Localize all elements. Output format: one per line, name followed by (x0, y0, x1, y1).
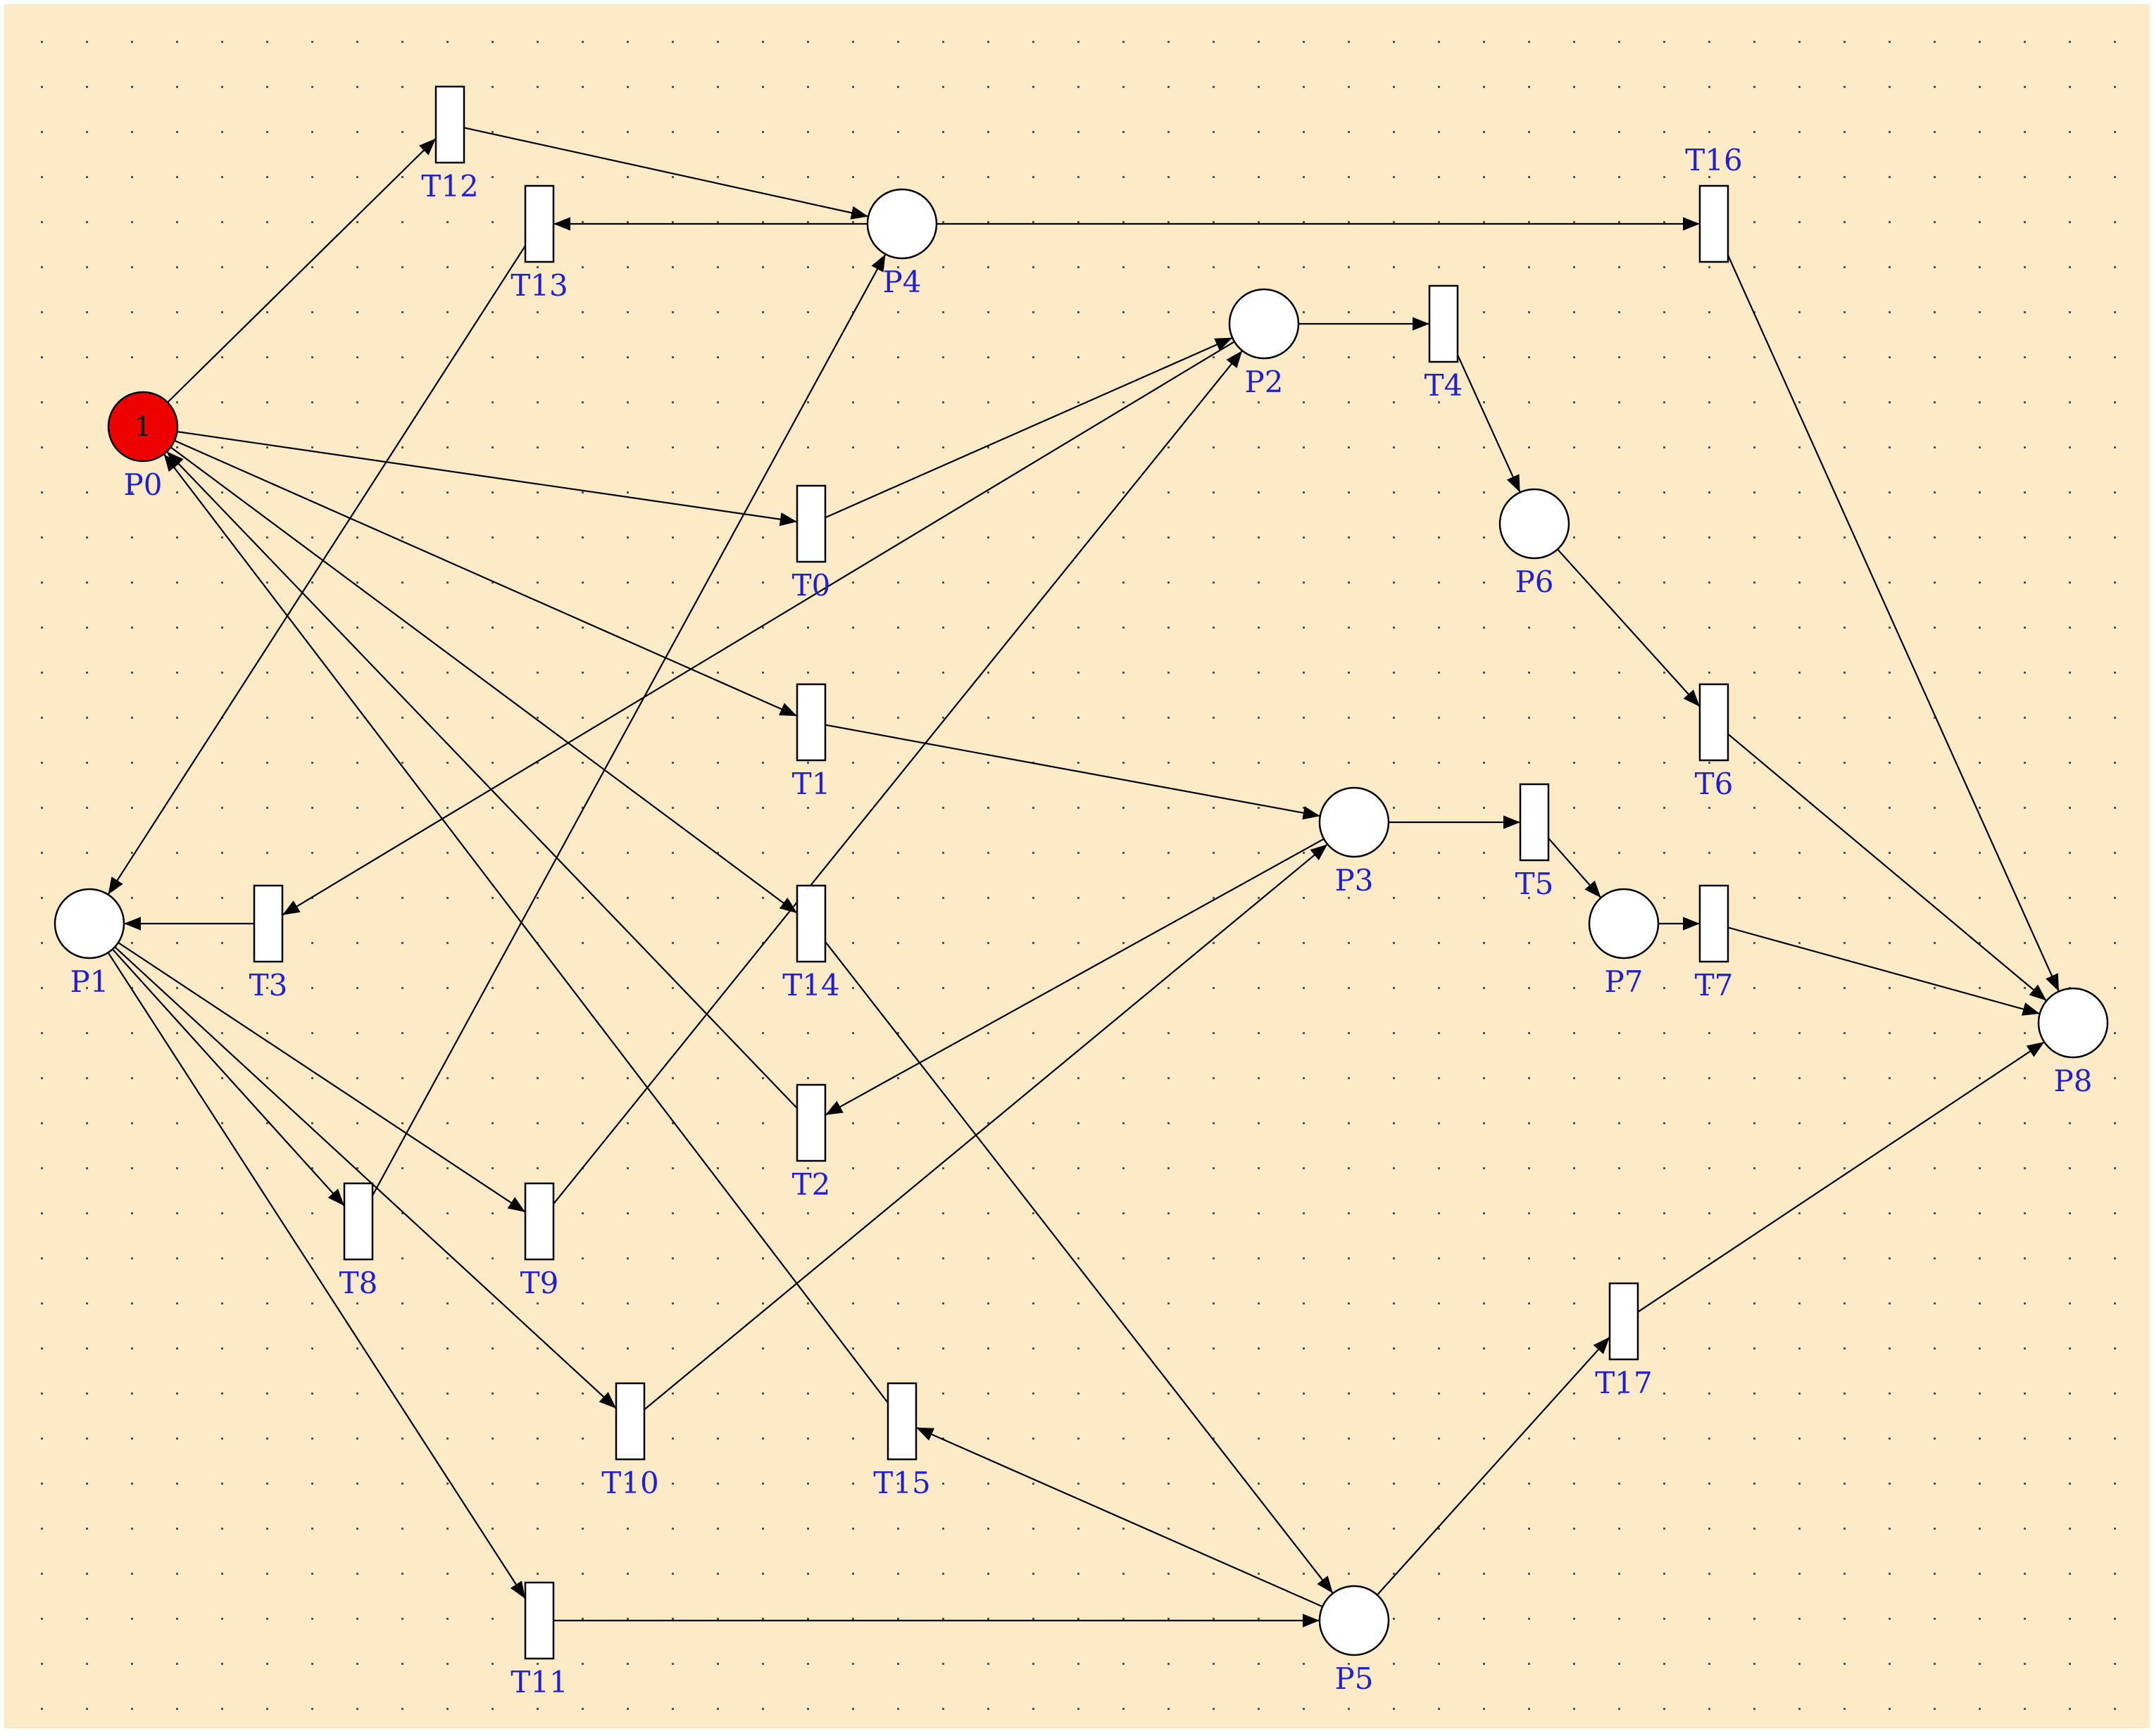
arc-p0-t1 (174, 439, 798, 717)
transition-t12[interactable] (434, 85, 465, 164)
place-p2[interactable] (1228, 288, 1300, 360)
place-p4-label: P4 (883, 265, 922, 299)
arc-t12-p4 (463, 127, 869, 220)
arc-t8-p4 (372, 253, 887, 1196)
transition-t6-label: T6 (1695, 767, 1734, 801)
transition-t3[interactable] (253, 884, 284, 963)
transition-t1-label: T1 (792, 767, 831, 801)
place-p8[interactable] (2037, 987, 2109, 1059)
arc-t2-p0 (166, 451, 798, 1109)
grid-dots (4, 4, 2150, 1728)
arcs-layer (107, 127, 2060, 1628)
transition-t7-label: T7 (1695, 968, 1734, 1002)
arc-t7-p8 (1727, 926, 2041, 1016)
transition-t10-label: T10 (601, 1466, 658, 1500)
arc-t4-p6 (1456, 354, 1521, 493)
arc-p1-t9 (118, 942, 526, 1213)
transition-t13[interactable] (524, 184, 555, 263)
arc-t0-p2 (825, 336, 1233, 519)
place-p6[interactable] (1498, 488, 1570, 560)
transition-t14[interactable] (796, 884, 827, 963)
transition-t16[interactable] (1698, 184, 1729, 263)
arc-t15-p0 (163, 453, 889, 1404)
place-p1-label: P1 (70, 964, 109, 999)
transition-t8-label: T8 (339, 1266, 378, 1300)
transition-t0[interactable] (796, 484, 827, 563)
transition-t14-label: T14 (782, 968, 839, 1002)
arc-p6-t6 (1557, 548, 1701, 707)
place-p3-label: P3 (1335, 863, 1374, 898)
place-p8-label: P8 (2054, 1064, 2093, 1098)
transition-t9[interactable] (524, 1182, 555, 1261)
arc-t16-p8 (1727, 255, 2060, 992)
arc-t6-p8 (1727, 733, 2048, 1002)
arc-p2-t3 (282, 341, 1235, 916)
arc-p0-t14 (170, 446, 798, 914)
transition-t11-label: T11 (511, 1665, 568, 1699)
place-p0-token-count: 1 (134, 411, 151, 442)
transition-t13-label: T13 (511, 268, 568, 303)
place-p4[interactable] (866, 188, 938, 260)
arc-p5-t17 (1376, 1336, 1610, 1596)
place-p7-label: P7 (1605, 964, 1643, 999)
transition-t17[interactable] (1608, 1282, 1639, 1361)
transition-t5[interactable] (1519, 783, 1550, 862)
transition-t4[interactable] (1428, 284, 1459, 363)
transition-t8[interactable] (343, 1182, 374, 1261)
arc-p1-t10 (114, 946, 617, 1409)
place-p5[interactable] (1318, 1585, 1390, 1656)
arc-t5-p7 (1548, 837, 1602, 899)
transition-t4-label: T4 (1424, 368, 1463, 403)
transition-t15[interactable] (887, 1382, 918, 1461)
transition-t5-label: T5 (1515, 867, 1554, 901)
arc-p5-t15 (915, 1426, 1323, 1608)
arc-t1-p3 (825, 724, 1320, 820)
nodes-layer: 1 (54, 85, 2109, 1660)
arc-p0-t0 (177, 431, 798, 527)
transition-t12-label: T12 (421, 169, 478, 203)
arc-p1-t8 (111, 948, 345, 1207)
arc-t13-p1 (107, 245, 526, 895)
place-p7[interactable] (1588, 888, 1660, 960)
transition-t7[interactable] (1698, 884, 1729, 963)
arc-t14-p5 (825, 941, 1334, 1594)
place-p6-label: P6 (1515, 565, 1554, 599)
transition-t10[interactable] (615, 1382, 646, 1461)
transition-t17-label: T17 (1595, 1366, 1652, 1400)
transition-t6[interactable] (1698, 683, 1729, 762)
arc-p3-t2 (825, 838, 1325, 1116)
arc-t17-p8 (1637, 1041, 2045, 1313)
place-p1[interactable] (54, 888, 125, 960)
arc-t10-p3 (644, 843, 1329, 1411)
transition-t1[interactable] (796, 683, 827, 762)
arc-p1-t11 (107, 952, 526, 1599)
transition-t9-label: T9 (520, 1266, 559, 1300)
transition-t2[interactable] (796, 1083, 827, 1162)
transition-t15-label: T15 (873, 1466, 930, 1500)
transition-t11[interactable] (524, 1581, 555, 1660)
arc-p0-t12 (167, 137, 437, 403)
place-p3[interactable] (1318, 786, 1390, 858)
place-p0-label: P0 (124, 467, 163, 502)
transition-t3-label: T3 (249, 968, 288, 1002)
arc-t9-p2 (553, 350, 1244, 1204)
transition-t2-label: T2 (792, 1167, 831, 1202)
place-p0[interactable] (107, 391, 179, 463)
transition-t0-label: T0 (792, 568, 831, 603)
transition-t16-label: T16 (1685, 143, 1742, 177)
place-p5-label: P5 (1335, 1661, 1374, 1696)
place-p2-label: P2 (1245, 365, 1284, 399)
